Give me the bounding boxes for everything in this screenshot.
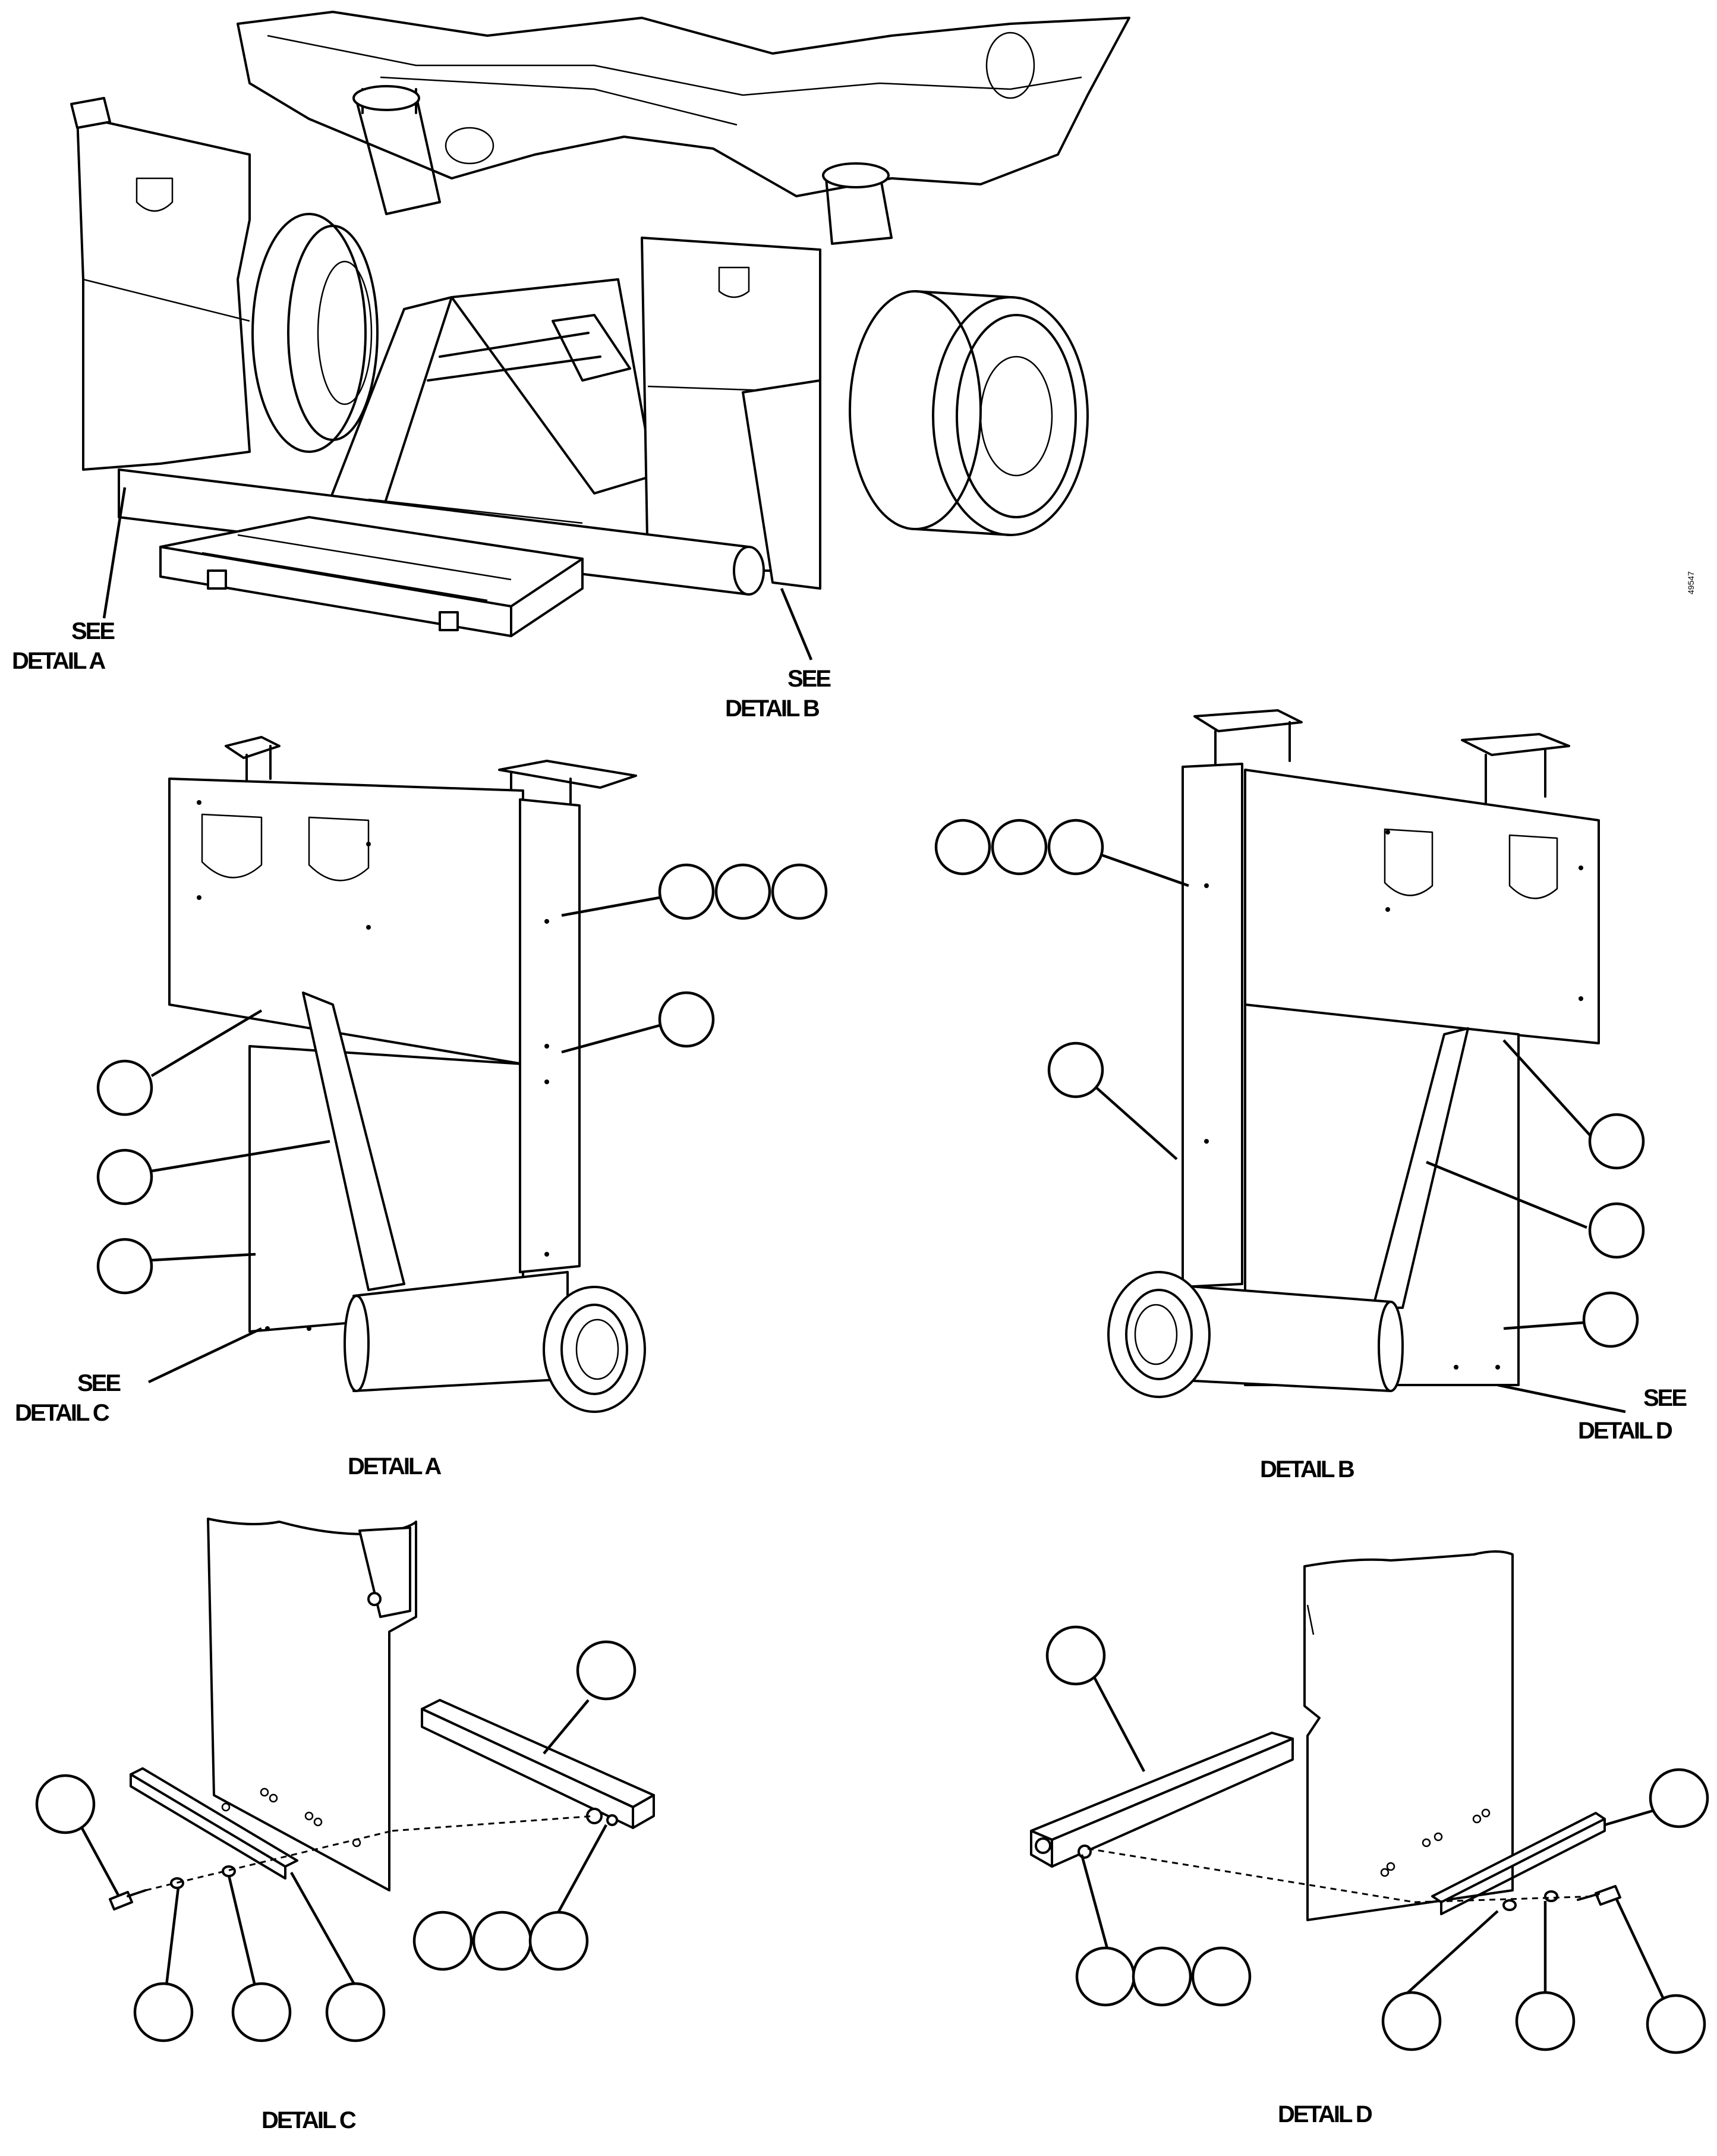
detail-c-view <box>35 1518 655 2042</box>
detail-b-ref-detail-d: DETAIL D <box>1578 1418 1672 1444</box>
detail-a-caption: DETAIL A <box>348 1453 441 1480</box>
detail-a-view <box>96 736 828 1413</box>
main-see-a: SEE <box>71 618 115 644</box>
detail-d-view <box>1030 1550 1709 2054</box>
figure-id-mark: 49547 <box>1686 571 1696 594</box>
main-ref-detail-a: DETAIL A <box>12 648 105 674</box>
detail-d-caption: DETAIL D <box>1278 2101 1372 2127</box>
detail-a-see-c: SEE <box>77 1370 121 1396</box>
detail-a-ref-detail-c: DETAIL C <box>15 1400 109 1426</box>
main-chassis-view <box>70 11 1130 660</box>
detail-b-caption: DETAIL B <box>1260 1456 1354 1483</box>
main-see-b: SEE <box>787 666 831 692</box>
detail-b-see-d: SEE <box>1643 1385 1687 1411</box>
main-ref-detail-b: DETAIL B <box>725 695 820 722</box>
detail-b-view <box>934 709 1645 1414</box>
detail-c-caption: DETAIL C <box>262 2107 356 2133</box>
